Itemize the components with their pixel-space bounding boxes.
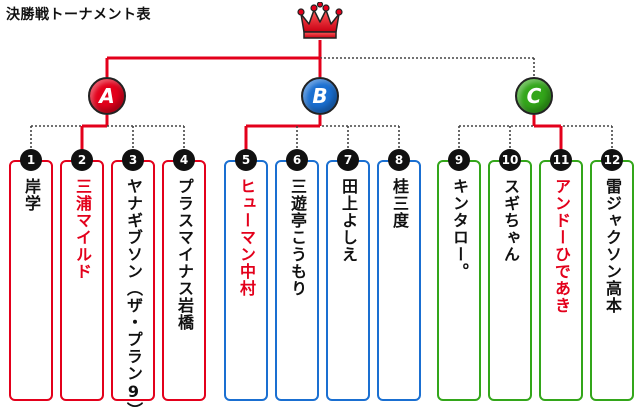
entry-number-3: 3 — [122, 149, 144, 171]
entry-name-10: スギちゃん — [501, 178, 520, 263]
entry-number-8: 8 — [388, 149, 410, 171]
entry-number-4: 4 — [173, 149, 195, 171]
entry-number-5: 5 — [235, 149, 257, 171]
entry-box-6 — [275, 160, 319, 401]
entry-name-3: ヤナギブソン（ザ・プラン9） — [124, 178, 143, 419]
entry-name-9: キンタロー。 — [450, 178, 469, 280]
entry-number-12: 12 — [601, 149, 623, 171]
entry-box-4 — [162, 160, 206, 401]
entry-number-2: 2 — [71, 149, 93, 171]
entry-number-11: 11 — [550, 149, 572, 171]
entry-name-12: 雷ジャクソン高本 — [603, 178, 622, 314]
entry-box-1 — [9, 160, 53, 401]
entry-name-2: 三浦マイルド — [73, 178, 92, 280]
entry-box-11 — [539, 160, 583, 401]
entry-box-3 — [111, 160, 155, 401]
entry-box-9 — [437, 160, 481, 401]
entry-box-10 — [488, 160, 532, 401]
entry-number-7: 7 — [337, 149, 359, 171]
entry-box-7 — [326, 160, 370, 401]
entry-number-1: 1 — [20, 149, 42, 171]
entry-name-7: 田上よしえ — [339, 178, 358, 263]
group-badge-c: C — [515, 77, 553, 115]
entry-number-6: 6 — [286, 149, 308, 171]
entry-name-8: 桂三度 — [390, 178, 409, 229]
bracket-lines — [30, 40, 613, 154]
entry-name-1: 岸学 — [22, 178, 41, 212]
entry-box-12 — [590, 160, 634, 401]
entry-name-4: プラスマイナス岩橋 — [175, 178, 194, 331]
group-badge-b: B — [301, 77, 339, 115]
entry-number-10: 10 — [499, 149, 521, 171]
entry-box-5 — [224, 160, 268, 401]
entry-name-11: アンドーひであき — [552, 178, 571, 314]
entry-name-6: 三遊亭こうもり — [288, 178, 307, 297]
entry-name-5: ヒューマン中村 — [237, 178, 256, 297]
entry-box-8 — [377, 160, 421, 401]
entry-number-9: 9 — [448, 149, 470, 171]
crown-icon — [297, 2, 343, 39]
group-badge-a: A — [88, 77, 126, 115]
page-title: 決勝戦トーナメント表 — [6, 7, 151, 23]
